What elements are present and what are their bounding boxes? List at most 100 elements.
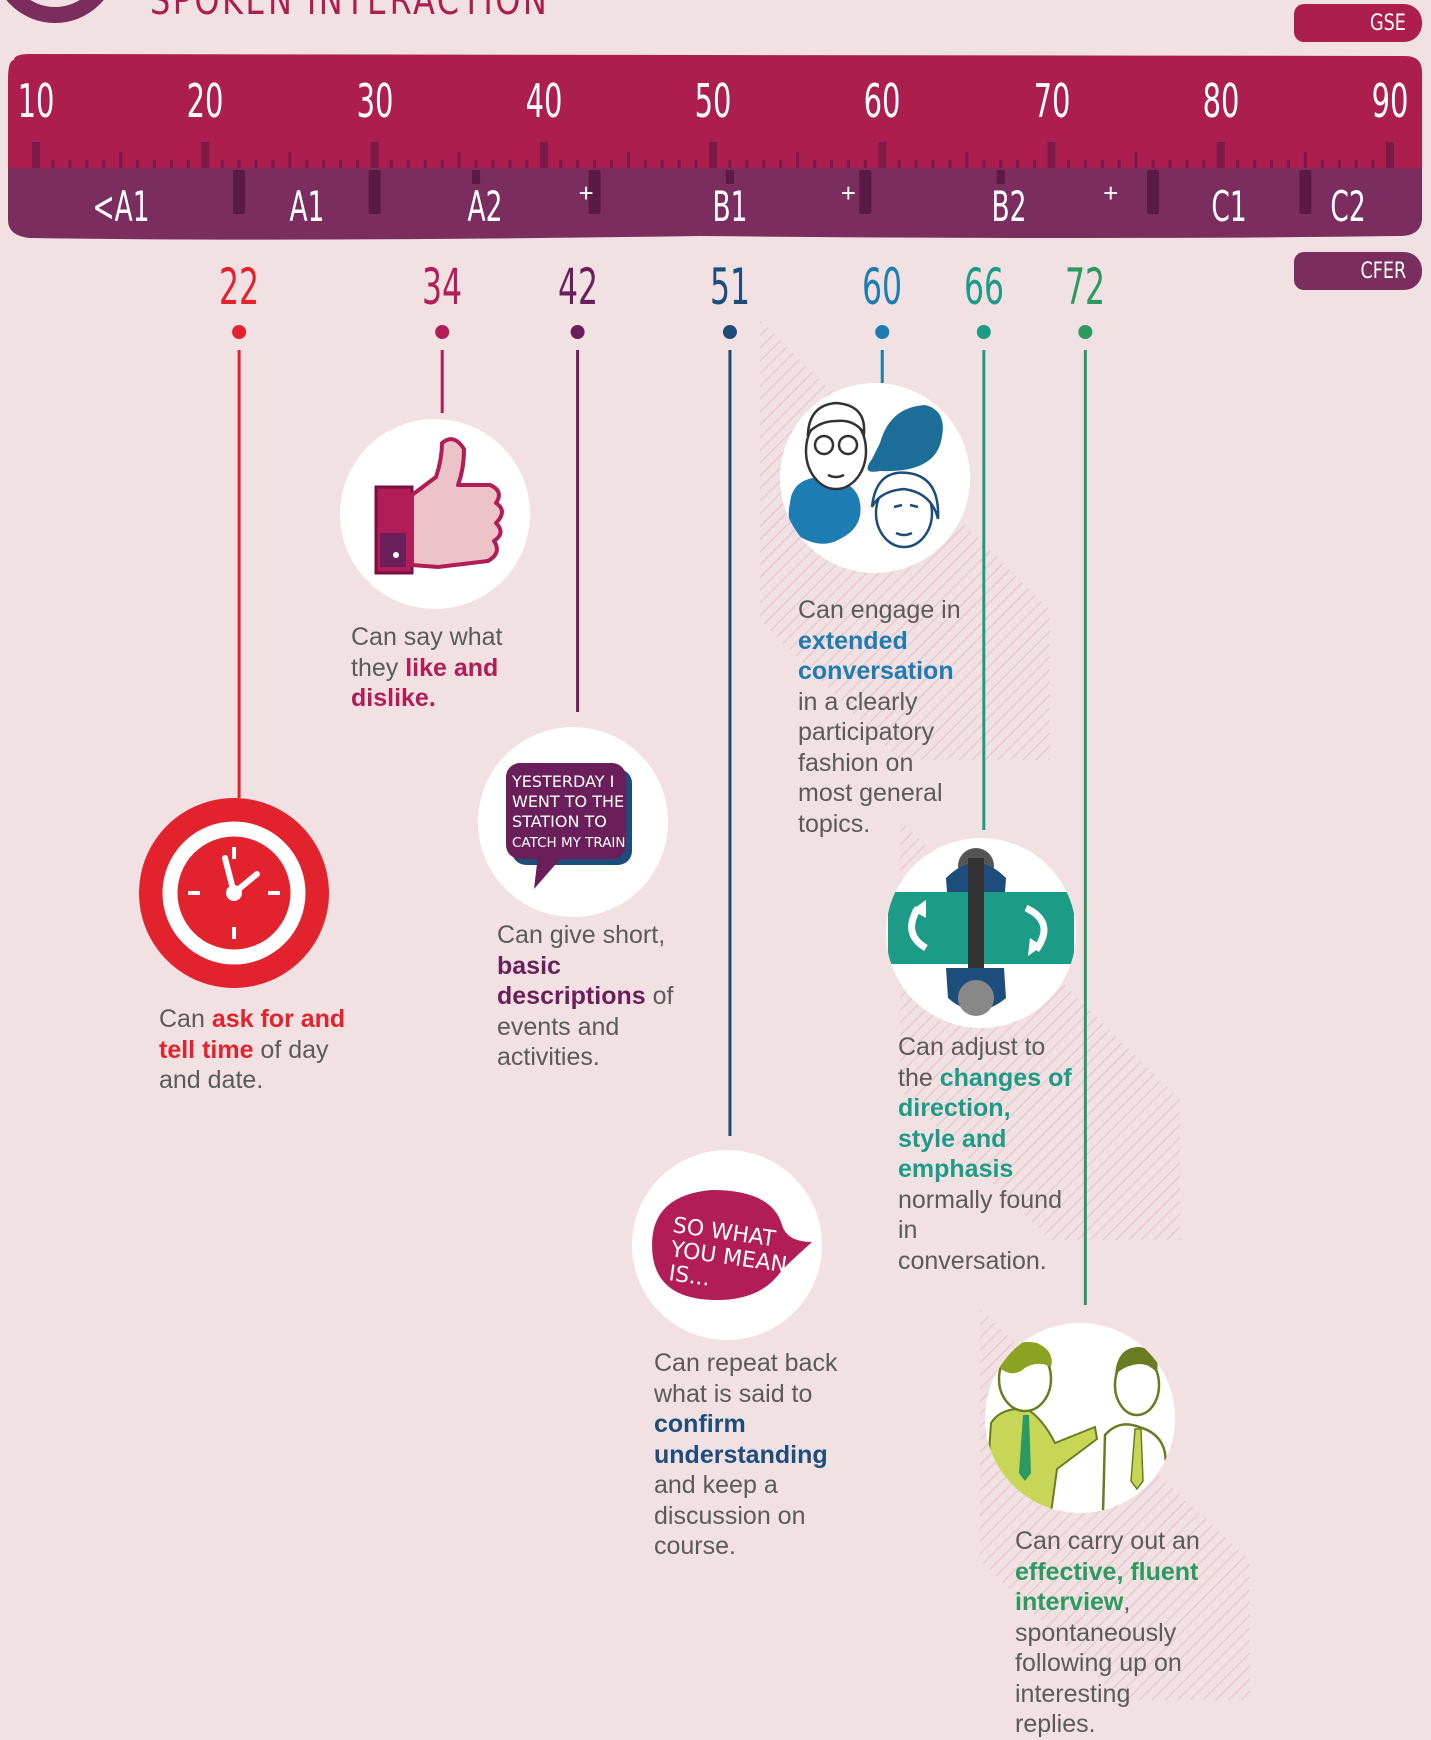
ruler-tick <box>745 160 749 168</box>
ruler-tick <box>779 160 783 168</box>
ruler-tick <box>102 160 106 168</box>
ruler-top-band <box>8 54 1422 170</box>
ruler-tick <box>1236 160 1240 168</box>
ruler-tick <box>288 152 292 168</box>
score-dot <box>722 325 737 339</box>
ruler-tick-label: 40 <box>525 74 563 128</box>
score-dot <box>435 325 450 339</box>
ruler-tick <box>1371 160 1375 168</box>
thumbs-circle <box>340 419 530 609</box>
ruler-tick <box>474 160 478 168</box>
ruler-tick <box>68 160 72 168</box>
ruler-tick <box>1016 160 1020 168</box>
ruler-tick <box>878 142 887 168</box>
ruler-tick <box>539 142 548 168</box>
ruler-tick <box>201 142 210 168</box>
ruler-tick <box>271 160 275 168</box>
conversation-circle <box>780 383 970 573</box>
score-dot <box>1078 325 1093 339</box>
ruler-tick <box>152 160 156 168</box>
bubble-circle-51: SO WHAT YOU MEAN IS... <box>632 1150 822 1340</box>
ruler-tick <box>709 142 717 168</box>
bubble-line-3: STATION TO <box>512 812 607 831</box>
ruler-tick <box>254 160 258 168</box>
score-label-60: 60 <box>862 258 903 316</box>
ruler-tick <box>1083 160 1087 168</box>
ruler-tick <box>406 160 410 168</box>
ruler-tick-label: 90 <box>1371 74 1409 128</box>
score-label-66: 66 <box>963 258 1004 316</box>
ruler-tick <box>813 160 817 168</box>
bubble-circle-42: YESTERDAY I WENT TO THE STATION TO CATCH… <box>478 727 668 917</box>
ruler-tick <box>85 160 89 168</box>
bubble-line-2: WENT TO THE <box>512 792 624 811</box>
ruler-tick <box>119 152 123 168</box>
meeting-circle <box>886 838 1076 1028</box>
score-dot <box>232 325 247 339</box>
score-label-72: 72 <box>1065 258 1106 316</box>
ruler-tick <box>914 160 918 168</box>
ruler-tick <box>931 160 935 168</box>
cefr-plus-marker <box>472 170 481 184</box>
ruler-tick <box>1320 160 1324 168</box>
ruler-tick <box>999 160 1003 168</box>
ruler-tick <box>525 160 529 168</box>
cefr-boundary-bar <box>588 170 601 214</box>
bubble-line-1: YESTERDAY I <box>511 772 614 791</box>
ruler-tick <box>1303 152 1307 168</box>
ruler-tick <box>389 160 393 168</box>
ruler-tick <box>1216 142 1225 168</box>
ruler-tick <box>305 160 309 168</box>
ruler-tick-label: 80 <box>1202 74 1240 128</box>
ruler-tick <box>1270 160 1274 168</box>
ruler-ticks <box>32 142 1394 168</box>
description-60: Can engage in extended conversation in a… <box>798 596 961 838</box>
cefr-level-label: C1 <box>1211 182 1247 231</box>
header-logo-icon <box>6 0 104 23</box>
interview-people-icon <box>985 1342 1173 1513</box>
score-label-34: 34 <box>422 258 463 316</box>
cefr-level-label: B1 <box>712 182 748 231</box>
speech-bubble-icon: SO WHAT YOU MEAN IS... <box>652 1190 812 1300</box>
ruler-tick <box>660 160 664 168</box>
ruler-tick <box>1117 160 1121 168</box>
meeting-table-icon <box>888 848 1074 1016</box>
ruler-tick <box>32 142 40 168</box>
score-dot <box>976 325 991 339</box>
ruler-tick <box>237 160 241 168</box>
ruler-tick <box>593 160 597 168</box>
ruler-tick-label: 20 <box>186 74 224 128</box>
ruler-tick <box>948 160 952 168</box>
cefr-badge: CFER <box>1294 252 1422 290</box>
cefr-plus-label: + <box>840 178 856 208</box>
cefr-level-label: C2 <box>1330 182 1366 231</box>
ruler-tick <box>897 160 901 168</box>
ruler-tick <box>982 160 986 168</box>
ruler-tick <box>559 160 563 168</box>
ruler-tick <box>1253 160 1257 168</box>
ruler-tick <box>491 160 495 168</box>
clock-circle <box>139 798 329 988</box>
ruler-tick-label: 30 <box>356 74 393 128</box>
ruler-tick-label: 60 <box>863 74 901 128</box>
ruler-tick <box>457 152 461 168</box>
score-dot <box>570 325 585 339</box>
ruler-tick <box>728 160 732 168</box>
ruler-tick <box>1066 160 1070 168</box>
cefr-boundary-bar <box>368 170 381 214</box>
cefr-plus-label: + <box>578 178 594 208</box>
cefr-boundary-bar <box>233 170 246 214</box>
cefr-boundary-bar <box>859 170 872 214</box>
gse-ruler <box>8 54 1422 240</box>
ruler-tick <box>796 152 800 168</box>
description-51: Can repeat back what is said to confirm … <box>654 1349 838 1560</box>
gse-badge-label: GSE <box>1370 10 1406 36</box>
ruler-tick <box>863 160 867 168</box>
description-34: Can say what they like and dislike. <box>351 623 503 712</box>
cefr-plus-marker <box>725 170 734 184</box>
description-42: Can give short, basic descriptions of ev… <box>497 921 674 1071</box>
ruler-tick <box>169 160 173 168</box>
ruler-tick <box>677 160 681 168</box>
description-66: Can adjust to the changes of direction, … <box>898 1033 1072 1275</box>
conversation-faces-icon <box>788 401 943 549</box>
